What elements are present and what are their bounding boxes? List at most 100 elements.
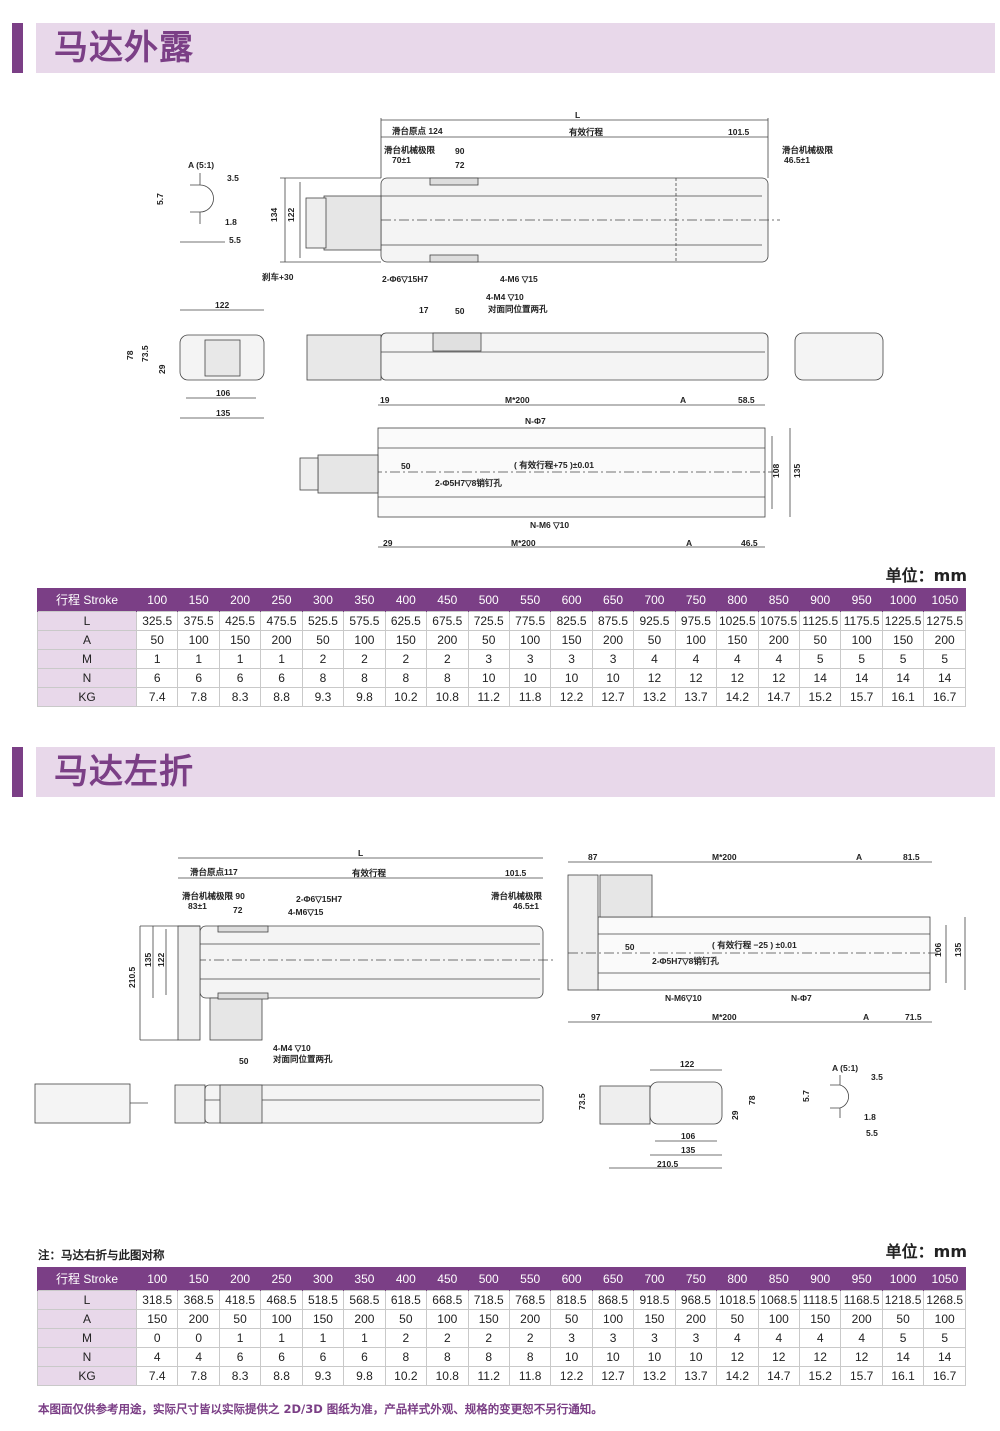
- header-cell: 850: [757, 588, 800, 612]
- table-cell: 10.2: [384, 687, 428, 707]
- header-cell: 450: [426, 1267, 468, 1291]
- bottom-dim-m200: M*200: [505, 395, 530, 405]
- table-cell: 16.1: [881, 687, 925, 707]
- m4-holes-label-2: 4-M4 ▽10: [273, 1043, 311, 1053]
- table-cell: 918.5: [633, 1290, 676, 1310]
- table-cell: 468.5: [260, 1290, 303, 1310]
- table-cell: 1068.5: [757, 1290, 801, 1310]
- end-dim-135: 135: [216, 408, 230, 418]
- dim-134: 134: [269, 208, 279, 222]
- dim-72-2: 72: [233, 905, 243, 915]
- table-cell: 368.5: [177, 1290, 220, 1310]
- r-dim-106: 106: [933, 943, 943, 957]
- header-cell: 350: [343, 1267, 386, 1291]
- table-cell: 15.2: [798, 687, 842, 707]
- row-header: M: [37, 649, 137, 669]
- r-dim-97: 97: [591, 1012, 601, 1022]
- row-header: N: [37, 1347, 137, 1367]
- m6-holes-label: 4-M6 ▽15: [500, 274, 538, 284]
- table-cell: 14.2: [716, 1366, 759, 1386]
- table-cell: 200: [923, 630, 966, 650]
- dim-5-7-2: 5.7: [801, 1090, 811, 1102]
- bottom-dim-58-5: 58.5: [738, 395, 755, 405]
- header-cell: 600: [550, 588, 593, 612]
- table-cell: 725.5: [467, 611, 510, 631]
- table-cell: 50: [135, 630, 179, 650]
- table-cell: 3: [467, 649, 510, 669]
- section-marker: [12, 23, 23, 73]
- table-cell: 825.5: [550, 611, 593, 631]
- dim-1-8: 1.8: [225, 217, 237, 227]
- table-cell: 100: [260, 1309, 303, 1329]
- table-cell: 6: [218, 668, 262, 688]
- header-cell: 350: [343, 588, 386, 612]
- table-cell: 1018.5: [716, 1290, 759, 1310]
- r-dim-87: 87: [588, 852, 598, 862]
- table-cell: 200: [426, 630, 469, 650]
- table-cell: 12.7: [591, 687, 635, 707]
- table-cell: 200: [591, 630, 635, 650]
- table-cell: 100: [591, 1309, 635, 1329]
- table-cell: 1075.5: [757, 611, 801, 631]
- table-cell: 12: [633, 668, 676, 688]
- stroke-minus-25-label: ( 有效行程 −25 ) ±0.01: [712, 940, 797, 950]
- bottom-dim-29: 29: [383, 538, 393, 548]
- end-dim-78-2: 78: [747, 1095, 757, 1105]
- dim-origin-2: 滑台原点117: [190, 867, 238, 877]
- bottom-dim-46-5: 46.5: [741, 538, 758, 548]
- table-cell: 6: [135, 668, 179, 688]
- section-header-band: [36, 23, 995, 73]
- header-cell: 900: [798, 588, 841, 612]
- header-cell: 300: [301, 588, 344, 612]
- detail-a-view-1: [180, 173, 225, 243]
- dim-50: 50: [455, 306, 465, 316]
- table-cell: 150: [218, 630, 262, 650]
- header-cell: 200: [218, 1267, 261, 1291]
- dim-122: 122: [286, 208, 296, 222]
- table-cell: 10: [591, 1347, 635, 1367]
- pin-hole-label: 2-Φ5H7▽8销钉孔: [435, 478, 502, 488]
- table-cell: 14.2: [716, 687, 759, 707]
- section-marker: [12, 747, 23, 797]
- r-n-m6-label: N-M6▽10: [665, 993, 702, 1003]
- table-cell: 200: [177, 1309, 220, 1329]
- table-cell: 10.8: [426, 687, 469, 707]
- drawing-side-view-2: [174, 1084, 544, 1124]
- opposite-holes-label: 对面同位置两孔: [488, 304, 548, 314]
- table-cell: 8.3: [218, 687, 262, 707]
- drawing-end-view-1: [179, 309, 265, 419]
- drawing-top-view-1: [280, 118, 780, 263]
- table-cell: 6: [177, 668, 220, 688]
- table-cell: 10: [674, 1347, 718, 1367]
- drawing-bottom-view-2: [567, 861, 966, 1023]
- table-cell: 150: [384, 630, 428, 650]
- detail-a-view-2: [830, 1075, 849, 1118]
- table-cell: 12: [840, 1347, 883, 1367]
- table-cell: 150: [467, 1309, 510, 1329]
- dim-3-5: 3.5: [227, 173, 239, 183]
- table-cell: 675.5: [426, 611, 469, 631]
- detail-a-label: A (5:1): [188, 160, 214, 170]
- table-cell: 16.1: [881, 1366, 925, 1386]
- table-cell: 2: [384, 1328, 428, 1348]
- table-cell: 100: [674, 630, 718, 650]
- header-cell: 200: [218, 588, 261, 612]
- drawing-end-view-2: [599, 1069, 723, 1169]
- table-cell: 50: [301, 630, 345, 650]
- end-dim-106-2: 106: [681, 1131, 695, 1141]
- header-cell: 500: [467, 1267, 510, 1291]
- table-cell: 7.8: [177, 687, 220, 707]
- end-dim-135-2: 135: [681, 1145, 695, 1155]
- table-cell: 12.2: [550, 1366, 593, 1386]
- table-cell: 6: [218, 1347, 262, 1367]
- header-cell: 750: [674, 1267, 717, 1291]
- table-cell: 1225.5: [881, 611, 925, 631]
- table-cell: 14: [923, 668, 966, 688]
- table-cell: 475.5: [260, 611, 303, 631]
